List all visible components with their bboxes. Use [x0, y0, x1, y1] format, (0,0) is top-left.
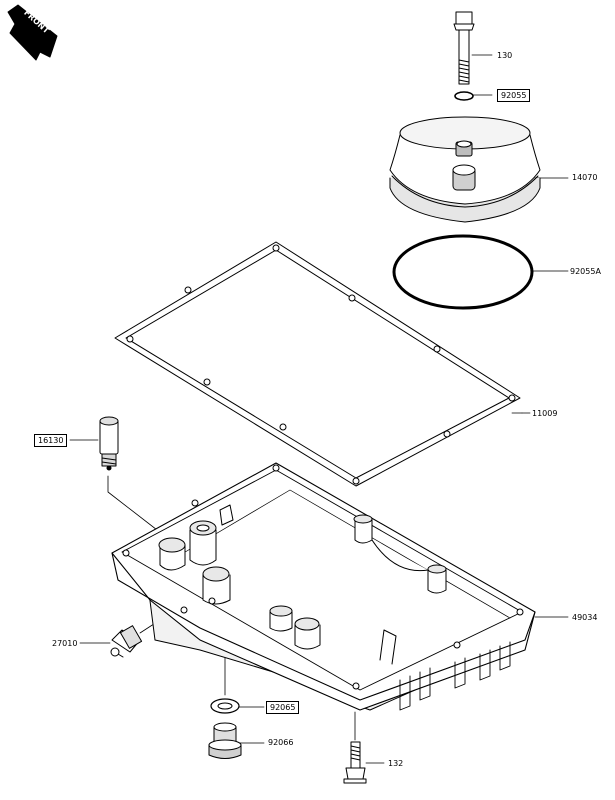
label-92055[interactable]: 92055 — [497, 89, 531, 102]
leader-lines — [69, 54, 569, 764]
label-92065[interactable]: 92065 — [266, 701, 300, 714]
drain-plug-92066[interactable] — [208, 722, 242, 759]
bolt-130[interactable] — [453, 11, 475, 85]
oil-screen-cover-14070[interactable] — [389, 116, 541, 223]
o-ring-92055A[interactable] — [392, 234, 534, 310]
washer-92065[interactable] — [210, 698, 240, 714]
pan-cooling-fins — [399, 641, 511, 711]
pan-bolt-holes — [122, 464, 524, 690]
oil-pressure-switch-16130[interactable] — [99, 416, 119, 471]
neutral-switch-27010[interactable] — [110, 625, 143, 658]
gasket-bolt-holes — [126, 244, 516, 485]
pan-bosses — [158, 504, 447, 665]
o-ring-92055[interactable] — [454, 91, 474, 101]
label-49034[interactable]: 49034 — [572, 613, 598, 622]
bolt-132[interactable] — [343, 741, 367, 784]
label-14070[interactable]: 14070 — [572, 173, 598, 182]
gasket-11009[interactable] — [114, 241, 521, 487]
oil-pan-49034[interactable] — [111, 462, 536, 711]
front-direction-arrow-icon: FRONT — [7, 4, 58, 61]
label-27010[interactable]: 27010 — [52, 639, 78, 648]
label-16130[interactable]: 16130 — [34, 434, 68, 447]
label-132[interactable]: 132 — [388, 759, 404, 768]
label-11009[interactable]: 11009 — [532, 409, 558, 418]
label-92055A[interactable]: 92055A — [570, 267, 601, 276]
label-130[interactable]: 130 — [497, 51, 513, 60]
label-92066[interactable]: 92066 — [268, 738, 294, 747]
